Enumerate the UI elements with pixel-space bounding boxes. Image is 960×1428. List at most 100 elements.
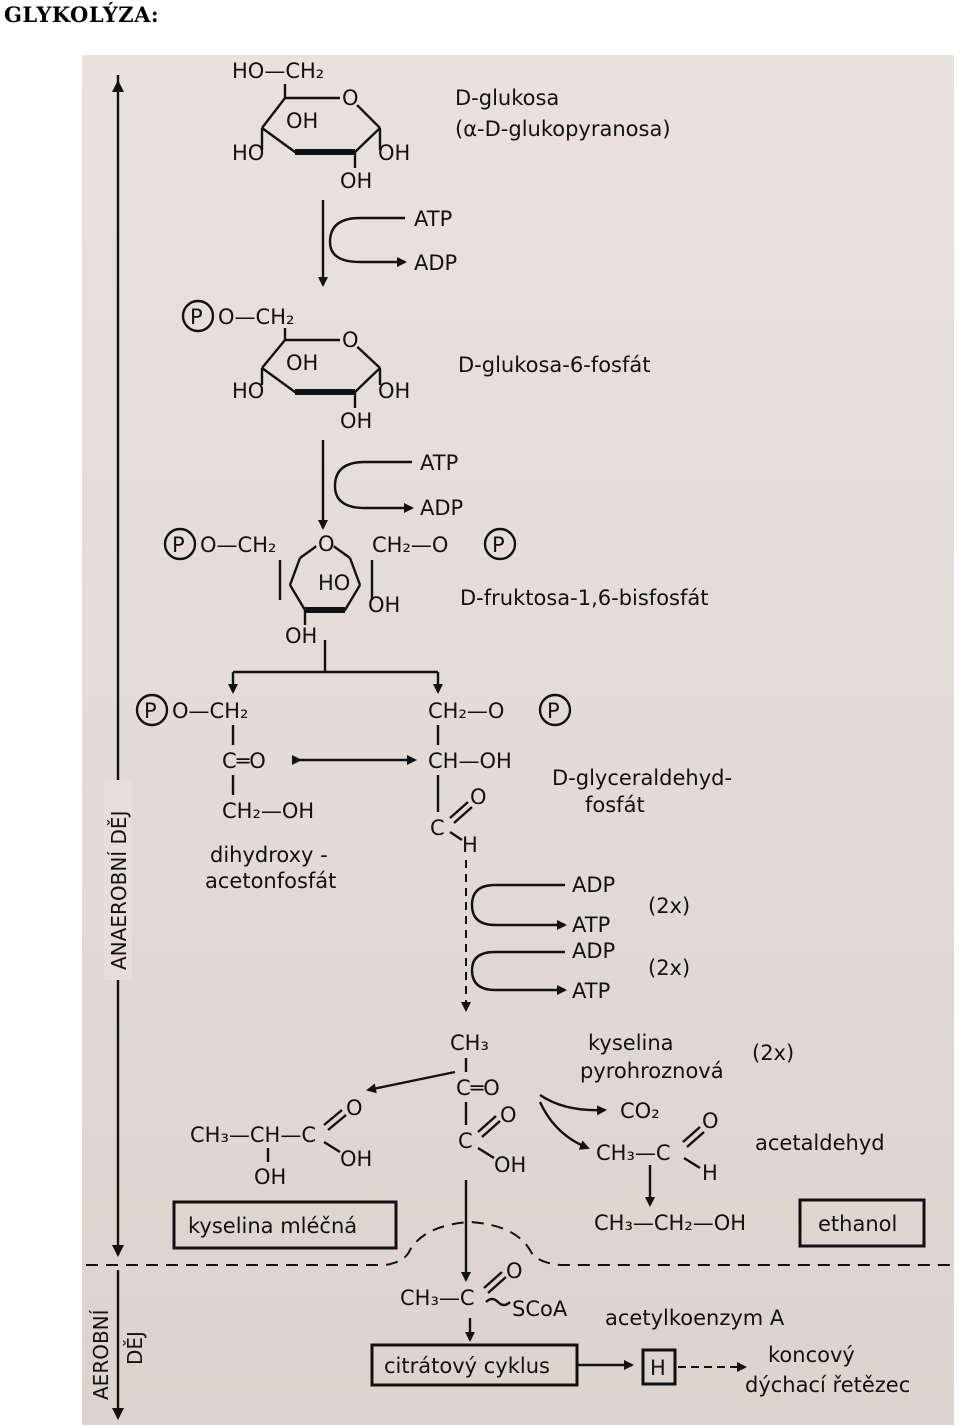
g6p-name: D-glukosa-6-fosfát	[458, 353, 651, 377]
page-title: GLYKOLÝZA:	[4, 2, 160, 27]
f16bp-oh-right: OH	[368, 593, 400, 617]
pyruvate-name-2: pyrohroznová	[580, 1059, 724, 1083]
svg-text:P: P	[172, 533, 185, 557]
glucose-ch2oh: HO—CH₂	[232, 59, 324, 83]
citrate-cycle-label: citrátový cyklus	[384, 1354, 550, 1378]
glucose-oh-inner: OH	[286, 109, 318, 133]
acetylcoa-formula: CH₃—C	[400, 1286, 475, 1310]
ethanol-formula: CH₃—CH₂—OH	[594, 1211, 746, 1235]
f16bp-oh-bottom: OH	[285, 624, 317, 648]
lactate-formula: CH₃—CH—C	[190, 1123, 316, 1147]
glucose-alt-name: (α-D-glukopyranosa)	[455, 117, 671, 141]
acetylcoa-o: O	[506, 1259, 523, 1283]
glucose-oh-right: OH	[378, 141, 410, 165]
lactate-box	[172, 1200, 398, 1250]
f16bp-structure: P O—CH₂ CH₂—O P O HO OH OH D-fruktosa-1,…	[163, 527, 708, 648]
anaerobic-label: ANAEROBNÍ DĚJ	[107, 811, 131, 970]
g6p-oh-right: OH	[378, 379, 410, 403]
gap-o: O	[470, 785, 487, 809]
step3-in: ADP	[572, 873, 615, 897]
energy-yield-steps: ADP ATP (2x) ADP ATP (2x)	[461, 860, 690, 1012]
svg-text:P: P	[144, 699, 157, 723]
gap-structure: CH₂—O P CH—OH C O H D-glyceraldehyd- fos…	[428, 693, 732, 857]
g6p-structure: P O—CH₂ O OH HO OH OH D-glukosa-6-fosfát	[181, 299, 651, 433]
acetaldehyde-h: H	[702, 1161, 718, 1185]
acetaldehyde-name: acetaldehyd	[755, 1131, 885, 1155]
lactate-oh-bottom: OH	[254, 1165, 286, 1189]
acetaldehyde-o: O	[702, 1109, 719, 1133]
acetaldehyde-formula: CH₃—C	[596, 1141, 671, 1165]
f16bp-name: D-fruktosa-1,6-bisfosfát	[460, 586, 708, 610]
aerobic-endpoints: citrátový cyklus H koncový dýchací řetěz…	[370, 1343, 910, 1397]
anaerobic-label-bg	[104, 780, 132, 980]
gap-c: C	[430, 816, 445, 840]
anaerobic-aerobic-divider	[86, 1220, 952, 1266]
ethanol-branch: CO₂ CH₃—C O H acetaldehyd CH₃—CH₂—OH eth…	[538, 1094, 926, 1248]
g6p-oh-inner: OH	[286, 351, 318, 375]
step4-in: ADP	[572, 939, 615, 963]
step2-out: ADP	[420, 496, 463, 520]
pyruvate-name-1: kyselina	[588, 1031, 674, 1055]
gap-top: CH₂—O	[428, 699, 504, 723]
pyruvate-count: (2x)	[752, 1041, 794, 1065]
gap-h: H	[462, 833, 478, 857]
step3-out: ATP	[572, 913, 610, 937]
glucose-name: D-glukosa	[455, 86, 559, 110]
step3-count: (2x)	[648, 894, 690, 918]
process-axis: ANAEROBNÍ DĚJ AEROBNÍ DĚJ	[86, 75, 952, 1420]
chain-line1: koncový	[768, 1343, 855, 1367]
step1-out: ADP	[414, 251, 457, 275]
h-box-label: H	[650, 1356, 666, 1380]
pyruvate-co: C═O	[456, 1076, 500, 1100]
dhap-mid: C═O	[222, 749, 266, 773]
svg-text:O: O	[318, 532, 335, 556]
pyruvate-o: O	[500, 1103, 517, 1127]
lactate-oh: OH	[340, 1147, 372, 1171]
g6p-ch2: O—CH₂	[218, 305, 294, 329]
pyruvate-c: C	[458, 1129, 473, 1153]
step4-count: (2x)	[648, 956, 690, 980]
f16bp-right-group: CH₂—O	[372, 533, 448, 557]
ring-oxygen: O	[342, 86, 359, 110]
g6p-ho-left: HO	[232, 379, 264, 403]
step2-in: ATP	[420, 451, 458, 475]
lactate-branch: CH₃—CH—C O OH OH kyselina mléčná	[172, 1070, 456, 1250]
gap-name-2: fosfát	[585, 793, 645, 817]
svg-text:O: O	[342, 328, 359, 352]
h-box	[641, 1348, 677, 1386]
svg-text:P: P	[492, 533, 505, 557]
step1-phosphorylation: ATP ADP	[318, 200, 457, 287]
aerobic-label-2: DĚJ	[123, 1331, 147, 1365]
lactate-box-label: kyselina mléčná	[188, 1214, 357, 1238]
citrate-cycle-box	[370, 1343, 579, 1387]
phosphate-symbol: P	[190, 305, 203, 329]
ethanol-box-label: ethanol	[818, 1212, 897, 1236]
gap-mid: CH—OH	[428, 749, 512, 773]
pyruvate-ch3: CH₃	[450, 1031, 489, 1055]
aerobic-label-1: AEROBNÍ	[89, 1309, 113, 1400]
dhap-structure: P O—CH₂ C═O CH₂—OH dihydroxy - acetonfos…	[135, 693, 336, 893]
acetylcoa-scoa: SCoA	[512, 1297, 568, 1321]
glucose-structure: HO—CH₂ O OH HO OH OH D-glukosa (α-D-gluk…	[232, 59, 671, 193]
aldolase-split	[228, 640, 443, 694]
dhap-name-1: dihydroxy -	[210, 843, 328, 867]
pyruvate-structure: CH₃ C═O C O OH kyselina pyrohroznová (2x…	[450, 1031, 794, 1177]
dhap-name-2: acetonfosfát	[205, 869, 336, 893]
lactate-o: O	[346, 1096, 363, 1120]
f16bp-ho-inner: HO	[318, 571, 350, 595]
dhap-bottom: CH₂—OH	[222, 799, 314, 823]
chain-line2: dýchací řetězec	[745, 1373, 910, 1397]
scanned-figure-background	[82, 55, 954, 1425]
co2: CO₂	[620, 1099, 660, 1123]
dhap-top: O—CH₂	[172, 699, 248, 723]
step4-out: ATP	[572, 979, 610, 1003]
step2-phosphorylation: ATP ADP	[318, 440, 463, 530]
svg-text:P: P	[547, 699, 560, 723]
gap-name-1: D-glyceraldehyd-	[552, 766, 732, 790]
axis-top-arrowhead	[112, 80, 124, 92]
glucose-oh-bottom: OH	[340, 169, 372, 193]
step1-in: ATP	[414, 207, 452, 231]
f16bp-left-group: O—CH₂	[200, 533, 276, 557]
acetylcoa-section: CH₃—C O SCoA acetylkoenzym A	[400, 1180, 785, 1342]
